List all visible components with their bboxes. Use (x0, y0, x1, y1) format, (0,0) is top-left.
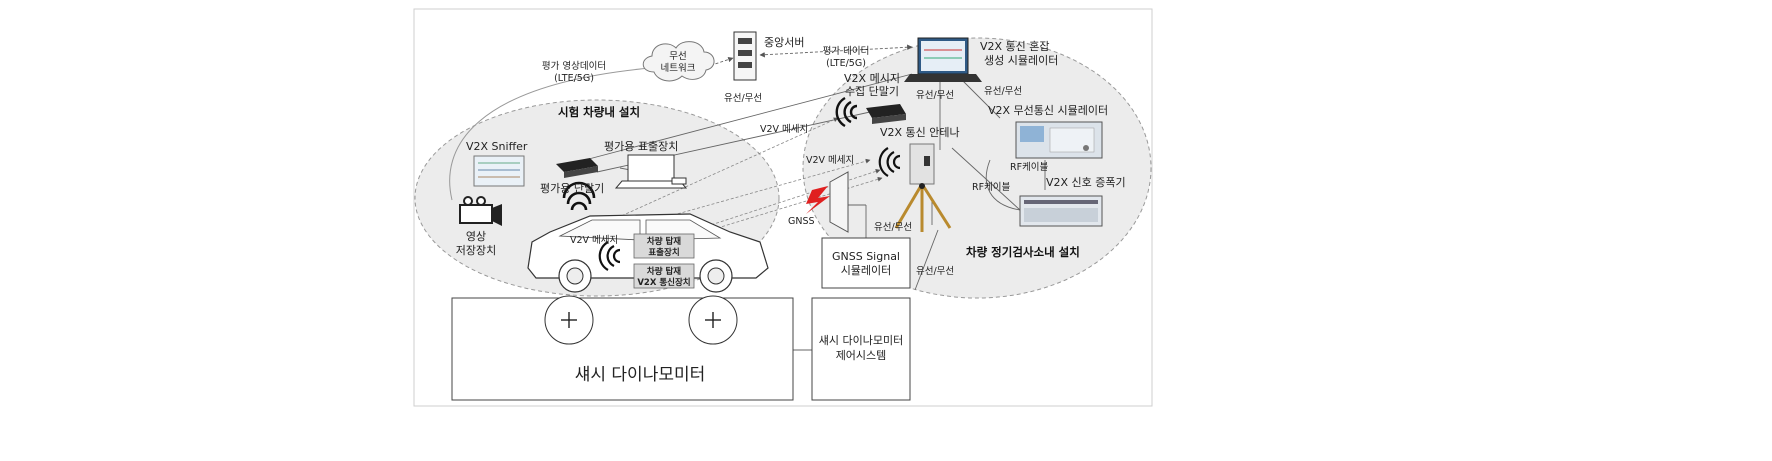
rf-cable-label-2: RF케이블 (972, 182, 1011, 193)
eval-terminal-label: 평가용 단말기 (540, 182, 604, 195)
antenna-icon (894, 143, 952, 232)
inspection-title: 차량 정기검사소내 설치 (966, 245, 1080, 259)
video-storage-label-1: 영상 (466, 230, 486, 243)
lightning-icon (806, 186, 830, 214)
wired-wireless-left-label: 유선/무선 (916, 90, 954, 101)
amplifier-icon (1019, 195, 1103, 227)
wired-wireless-bottom-label: 유선/무선 (916, 266, 954, 277)
inspection-region (802, 37, 1152, 299)
wired-wireless-top-label: 유선/무선 (724, 93, 762, 104)
amplifier-label: V2X 신호 증폭기 (1046, 176, 1126, 189)
vehicle-comm-label-2: V2X 통신장치 (637, 277, 690, 288)
cloud-label-1: 무선 (669, 51, 686, 62)
gnss-horn-icon (829, 171, 849, 233)
eval-data-label-1: 평가 데이터 (823, 46, 870, 57)
sniffer-label: V2X Sniffer (466, 140, 528, 153)
wireless-sim-icon (1015, 121, 1103, 159)
vehicle-comm-label-1: 차량 탑재 (647, 266, 681, 277)
collector-label-1: V2X 메시지 (844, 72, 900, 85)
dyno-label: 섀시 다이나모미터 (575, 365, 706, 385)
eval-terminal-icon (556, 158, 598, 178)
gnss-sim-box (821, 237, 911, 289)
v2v-msg-label-2: V2V 메세지 (806, 155, 854, 166)
antenna-label: V2X 통신 안테나 (880, 126, 960, 139)
server-icon (733, 31, 757, 81)
wired-wireless-tripod-label: 유선/무선 (874, 222, 912, 233)
eval-data-label-2: (LTE/5G) (826, 58, 866, 69)
eval-display-label: 평가용 표출장치 (604, 140, 678, 153)
vehicle-display-box (633, 233, 695, 259)
eval-video-label-2: (LTE/5G) (554, 73, 594, 84)
video-camera-icon (459, 196, 502, 226)
traffic-sim-label-2: 생성 시뮬레이터 (984, 54, 1058, 67)
dyno-control-box (811, 297, 911, 401)
wireless-sim-label: V2X 무선통신 시뮬레이터 (988, 104, 1108, 117)
dyno-control-label-1: 섀시 다이나모미터 (819, 334, 903, 347)
antenna-signal-icon (878, 147, 901, 177)
sniffer-screen-icon (473, 155, 525, 187)
laptop-icon (904, 37, 982, 82)
terminal-signal-icon (562, 181, 596, 211)
cloud-label-2: 네트워크 (661, 63, 696, 74)
vehicle-display-label-1: 차량 탑재 (647, 236, 681, 247)
eval-video-label-1: 평가 영상데이터 (542, 61, 606, 72)
rf-cable-curve (985, 159, 1021, 211)
v2v-msg-label-3: V2V 메세지 (570, 235, 618, 246)
gnss-sim-label-2: 시뮬레이터 (841, 264, 892, 277)
roller-right-icon (688, 295, 738, 345)
video-storage-label-2: 저장장치 (456, 244, 496, 257)
vehicle-display-label-2: 표출장치 (648, 247, 679, 258)
collector-label-2: 수집 단말기 (845, 85, 899, 98)
vehicle-comm-box (633, 263, 695, 289)
traffic-sim-label-1: V2X 통신 혼잡 (980, 40, 1050, 53)
wired-wireless-right-label: 유선/무선 (984, 86, 1022, 97)
central-server-label: 중앙서버 (764, 36, 804, 49)
v2v-msg-label-1: V2V 메세지 (760, 124, 808, 135)
gnss-sim-label-1: GNSS Signal (832, 250, 900, 263)
in-vehicle-title: 시험 차량내 설치 (558, 105, 640, 119)
gnss-label: GNSS (788, 216, 815, 227)
car-signal-icon (598, 241, 621, 271)
cloud-icon (642, 41, 715, 82)
collector-device-icon (866, 104, 906, 124)
rf-cable-label-1: RF케이블 (1010, 162, 1049, 173)
dyno-control-label-2: 제어시스템 (836, 349, 887, 362)
wireless-signal-icon (835, 96, 858, 128)
video-data-link (449, 67, 651, 201)
figure-frame (413, 8, 1153, 407)
eval-laptop-icon (614, 154, 688, 189)
roller-left-icon (544, 295, 594, 345)
